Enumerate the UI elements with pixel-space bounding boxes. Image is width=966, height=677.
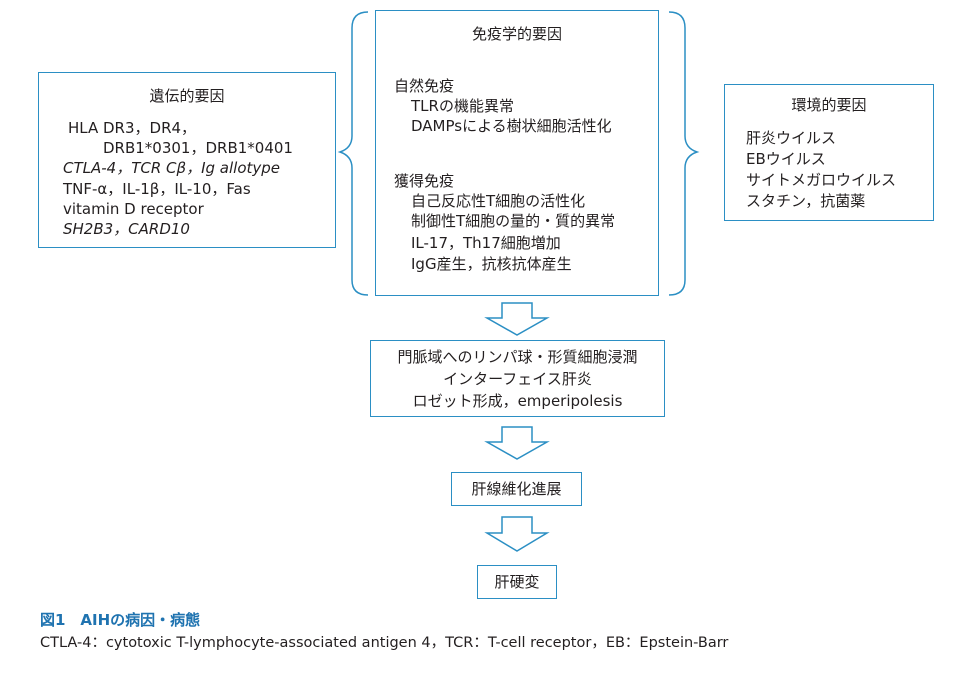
cirrhosis-label: 肝硬変 bbox=[494, 573, 540, 591]
genetic-factor-line: DRB1*0301，DRB1*0401 bbox=[103, 139, 293, 157]
environmental-factor-item: EBウイルス bbox=[746, 150, 826, 168]
genetic-factor-line: TNF-α，IL-1β，IL-10，Fas bbox=[63, 180, 251, 198]
genetic-factor-line: vitamin D receptor bbox=[63, 200, 204, 218]
acquired-immunity-item: 自己反応性T細胞の活性化 bbox=[411, 192, 586, 210]
innate-immunity-heading: 自然免疫 bbox=[394, 77, 455, 95]
figure-caption-note: CTLA-4：cytotoxic T-lymphocyte-associated… bbox=[40, 635, 729, 651]
down-arrow-1 bbox=[484, 302, 550, 336]
environmental-factor-item: サイトメガロウイルス bbox=[746, 171, 897, 189]
pathology-line: ロゼット形成，emperipolesis bbox=[412, 392, 623, 410]
right-brace bbox=[668, 11, 700, 296]
pathology-line: 門脈域へのリンパ球・形質細胞浸潤 bbox=[397, 348, 638, 366]
innate-immunity-item: TLRの機能異常 bbox=[411, 97, 514, 115]
left-brace bbox=[337, 11, 369, 296]
environmental-factor-item: スタチン，抗菌薬 bbox=[746, 192, 866, 210]
pathology-box bbox=[370, 340, 665, 417]
cirrhosis-box bbox=[477, 565, 557, 599]
acquired-immunity-item: 制御性T細胞の量的・質的異常 bbox=[411, 212, 616, 230]
environmental-factor-item: 肝炎ウイルス bbox=[746, 129, 837, 147]
environmental-factors-title: 環境的要因 bbox=[791, 96, 867, 114]
genetic-factor-line: HLA DR3，DR4， bbox=[68, 119, 197, 137]
genetic-factors-box bbox=[38, 72, 336, 248]
figure-caption-title: 図1 AIHの病因・病態 bbox=[40, 611, 201, 629]
pathology-line: インターフェイス肝炎 bbox=[443, 370, 592, 388]
fibrosis-label: 肝線維化進展 bbox=[471, 480, 562, 498]
acquired-immunity-heading: 獲得免疫 bbox=[394, 172, 455, 190]
genetic-factor-line: SH2B3，CARD10 bbox=[63, 220, 190, 238]
acquired-immunity-item: IgG産生，抗核抗体産生 bbox=[411, 255, 572, 273]
down-arrow-2 bbox=[484, 426, 550, 460]
immune-factors-box bbox=[375, 10, 659, 296]
genetic-factors-title: 遺伝的要因 bbox=[149, 87, 225, 105]
fibrosis-box bbox=[451, 472, 582, 506]
down-arrow-3 bbox=[484, 516, 550, 552]
environmental-factors-box bbox=[724, 84, 934, 221]
innate-immunity-item: DAMPsによる樹状細胞活性化 bbox=[411, 117, 612, 135]
acquired-immunity-item: IL-17，Th17細胞増加 bbox=[411, 234, 561, 252]
genetic-factor-line: CTLA-4，TCR Cβ，Ig allotype bbox=[63, 159, 281, 177]
immune-factors-title: 免疫学的要因 bbox=[471, 25, 562, 43]
